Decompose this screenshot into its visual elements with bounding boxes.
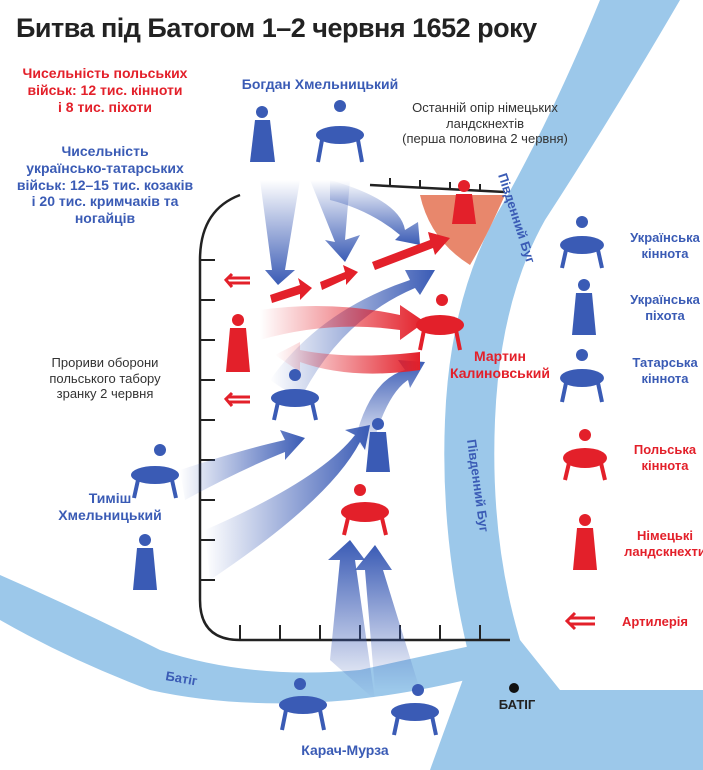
text-line: Калиновський: [450, 364, 550, 381]
text-line: піхота: [645, 307, 685, 323]
river-southern-bug: [430, 0, 703, 770]
artillery-icon: [564, 611, 595, 631]
text-line: українсько-татарських: [26, 159, 184, 176]
text-line: і 20 тис. кримчаків та: [31, 193, 179, 210]
artillery-icon: [223, 272, 250, 288]
rider-icon: [563, 429, 607, 481]
river-label-batih: Батіг: [164, 668, 199, 688]
rider-icon: [341, 484, 389, 536]
landsknecht-icon: [452, 180, 476, 224]
text-line: ландскнехтів: [446, 115, 524, 131]
text-line: Татарська: [632, 355, 698, 370]
camp-fortification: [198, 183, 510, 642]
text-line: Німецькі: [637, 528, 693, 543]
text-line: зранку 2 червня: [56, 386, 154, 402]
text-line: і 8 тис. піхоти: [58, 98, 152, 115]
text-line: Чисельність польських: [22, 65, 188, 81]
text-line: Хмельницький: [58, 506, 162, 523]
infantry-icon: [573, 514, 597, 570]
rider-icon: [560, 216, 604, 269]
unit-figures: [131, 100, 607, 736]
text-line: Останній опір німецьких: [412, 100, 558, 115]
place-batih: БАТІГ: [498, 697, 536, 712]
text-line: Чисельність: [61, 143, 149, 159]
text-line: польського табору: [49, 370, 161, 386]
infantry-icon: [133, 534, 157, 590]
rider-icon: [279, 678, 327, 731]
rider-icon: [131, 444, 179, 499]
text-line: кіннота: [641, 457, 689, 473]
text-line: ногайців: [74, 210, 136, 227]
commander-karach: Карач-Мурза: [301, 742, 389, 758]
batih-town-marker: [509, 683, 519, 693]
text-line: кіннота: [641, 245, 689, 261]
text-line: військ: 12 тис. кінноти: [27, 81, 183, 98]
infantry-icon: [572, 279, 596, 335]
polish-arrows: [223, 232, 595, 631]
text-line: військ: 12–15 тис. козаків: [16, 176, 194, 193]
rider-icon: [316, 100, 364, 163]
page-title: Битва під Батогом 1–2 червня 1652 року: [16, 13, 537, 43]
text-line: Мартин: [474, 348, 526, 364]
bastion: [420, 195, 505, 265]
artillery-icon: [223, 391, 250, 407]
infantry-icon: [366, 418, 390, 472]
text-line: ландскнехти: [624, 543, 703, 559]
legend-label: Артилерія: [610, 614, 700, 630]
landsknecht-icon: [226, 314, 250, 372]
text-line: Прориви оборони: [51, 355, 159, 370]
rider-icon: [560, 349, 604, 403]
infantry-icon: [250, 106, 275, 162]
text-line: Артилерія: [622, 614, 688, 629]
text-line: Українська: [630, 292, 700, 307]
rider-icon: [416, 294, 464, 351]
commander-bohdan: Богдан Хмельницький: [241, 76, 399, 92]
rider-icon: [271, 369, 319, 421]
ukrainian-attack-arrows: [180, 180, 435, 700]
text-line: Польська: [633, 442, 697, 457]
text-line: (перша половина 2 червня): [402, 131, 568, 147]
rider-icon: [391, 684, 439, 736]
text-line: Тиміш: [88, 490, 132, 506]
text-line: кіннота: [641, 370, 689, 386]
text-line: Українська: [630, 230, 700, 245]
